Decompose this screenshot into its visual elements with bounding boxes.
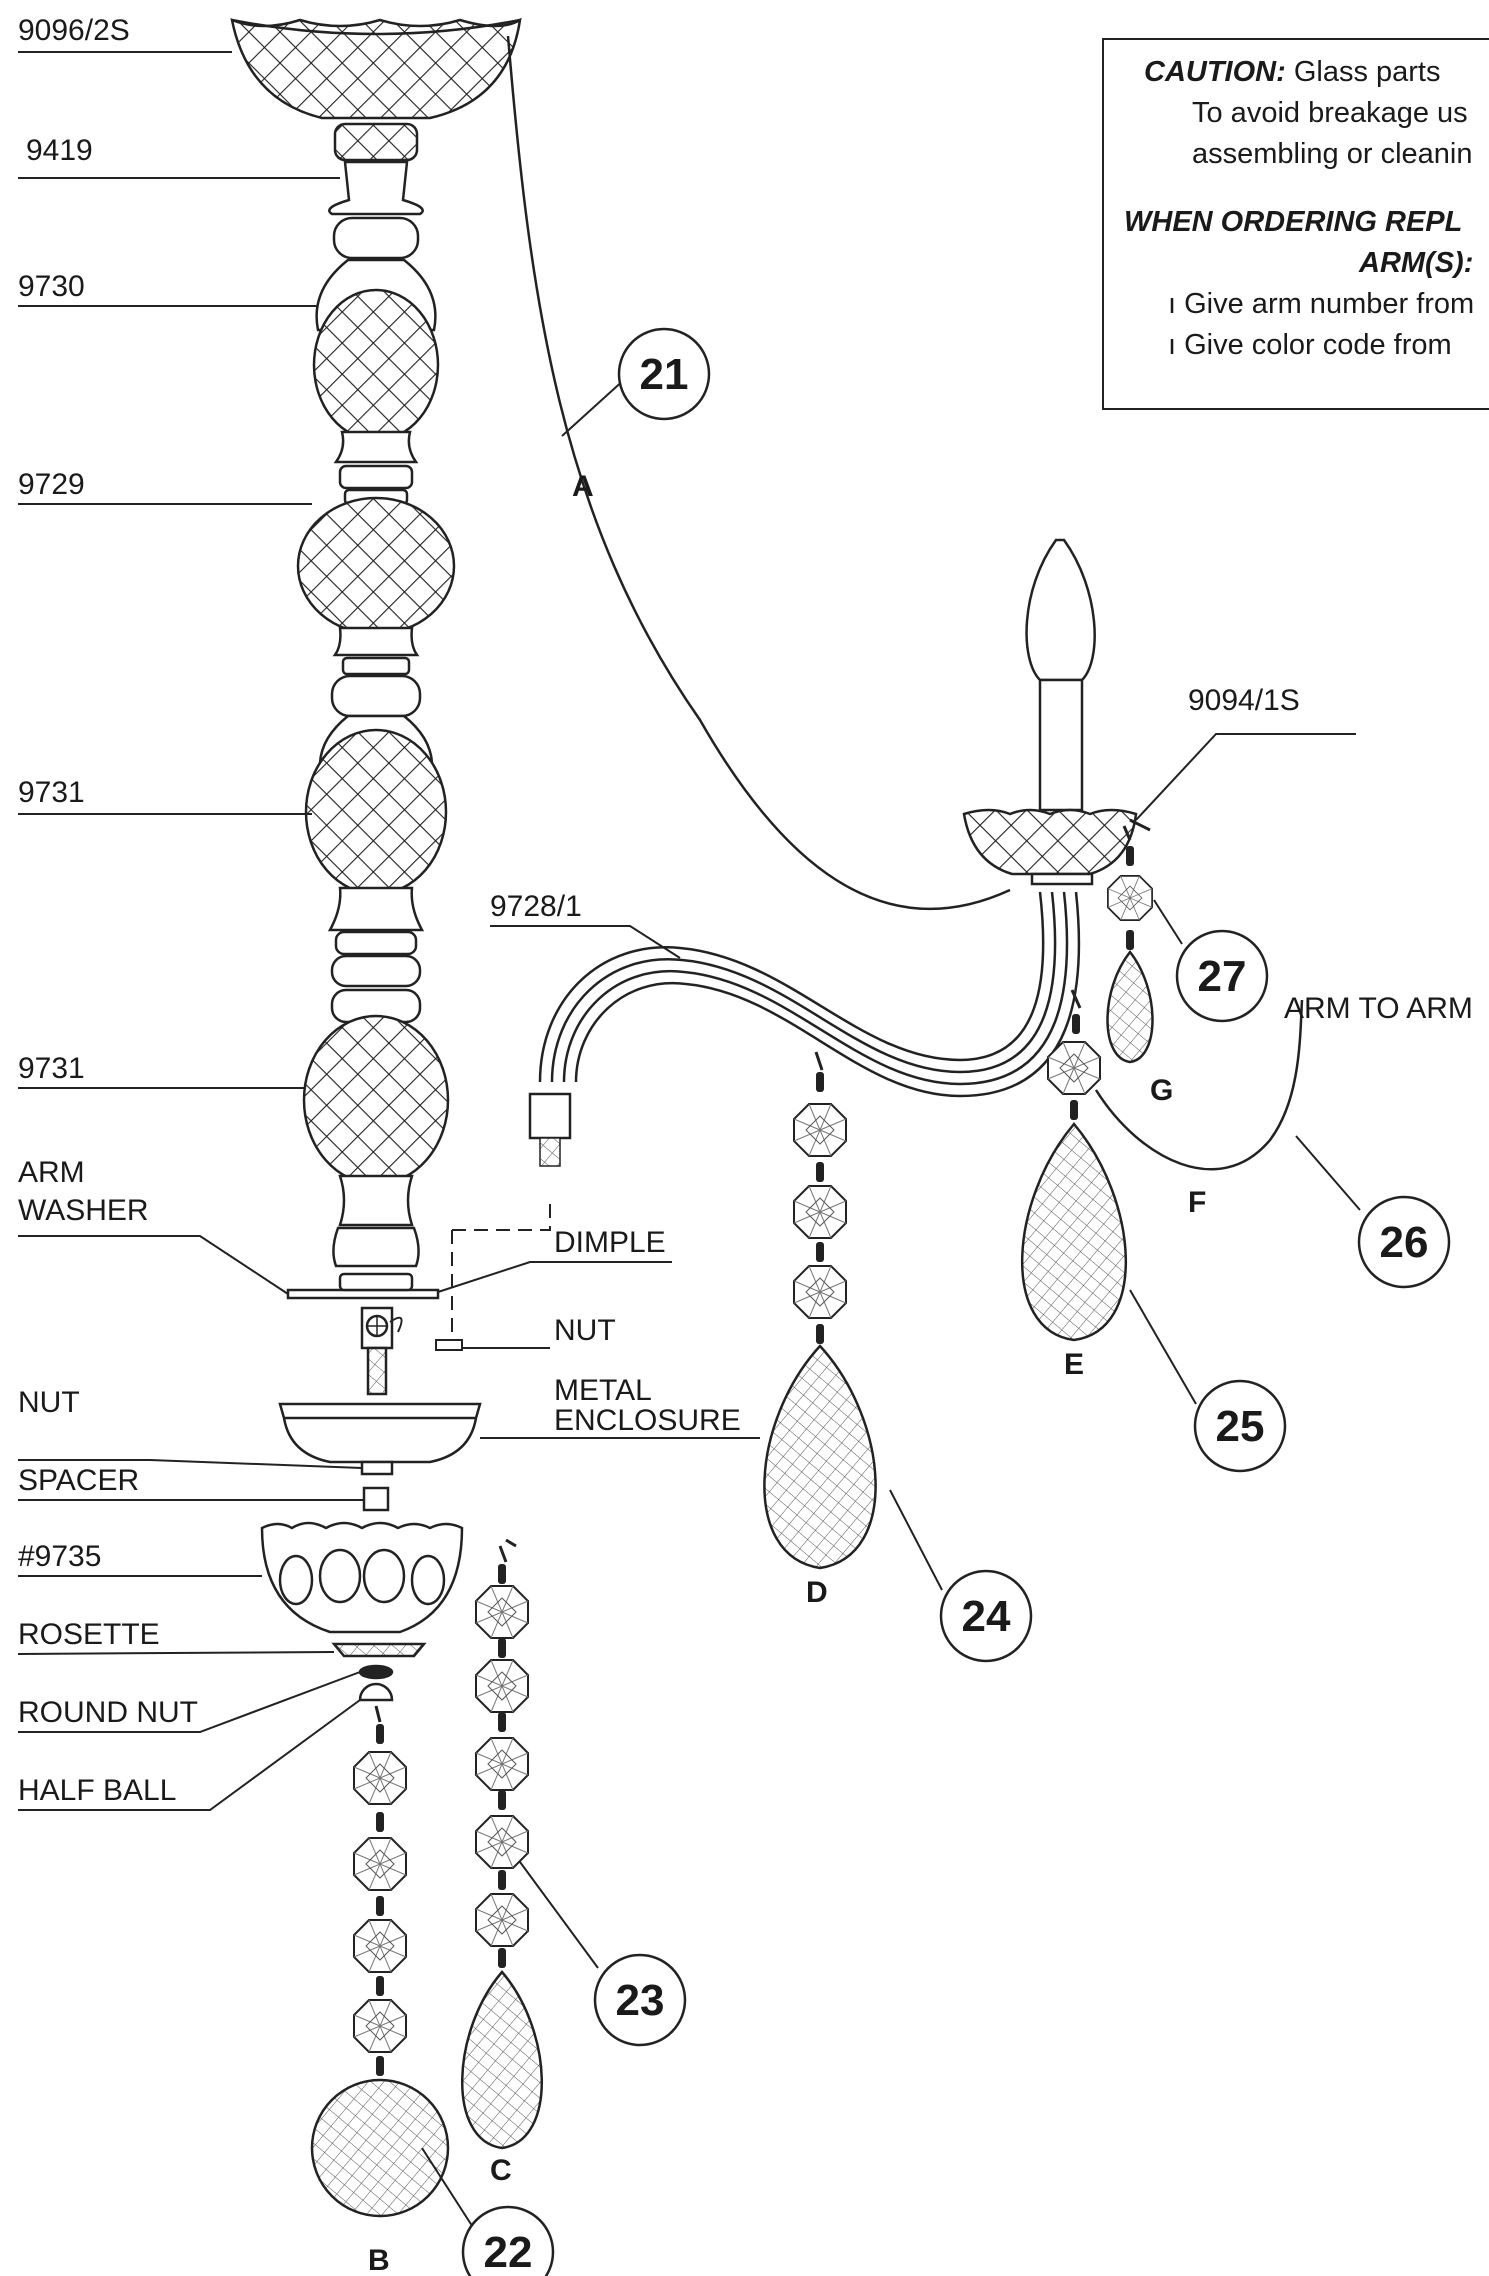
label-dimple: DIMPLE	[554, 1226, 666, 1259]
pendant-d	[763, 1344, 877, 1570]
caution-heading: CAUTION:	[1144, 56, 1286, 88]
glass-9731-upper	[304, 728, 448, 896]
ball-pendant-b	[310, 2078, 450, 2218]
label-9731-upper: 9731	[18, 776, 85, 809]
chain-b	[310, 1705, 450, 2218]
spacer	[362, 1486, 390, 1512]
letter-f: F	[1188, 1186, 1206, 1219]
label-nut-small: NUT	[554, 1314, 616, 1347]
letter-b: B	[368, 2244, 390, 2276]
round-nut	[358, 1664, 394, 1680]
label-washer: WASHER	[18, 1194, 149, 1227]
ordering-bullet-1: Give arm number from	[1184, 287, 1475, 320]
leader-lines	[17, 51, 1361, 2233]
callout-27: 27	[1198, 952, 1247, 1001]
central-column	[230, 17, 522, 1702]
chain-a	[506, 35, 1011, 910]
label-arm-9728: 9728/1	[490, 890, 582, 923]
caution-line-1: Glass parts	[1293, 56, 1441, 88]
label-rosette: ROSETTE	[18, 1618, 160, 1651]
letter-g: G	[1150, 1074, 1173, 1107]
chain-e	[1021, 989, 1127, 1342]
bullet-icon: ı	[1168, 287, 1185, 320]
label-9729: 9729	[18, 468, 85, 501]
label-arm: ARM	[18, 1156, 85, 1189]
chain-f	[1094, 999, 1304, 1171]
label-bobeche-9094: 9094/1S	[1188, 684, 1300, 717]
letter-d: D	[806, 1576, 828, 1609]
letter-e: E	[1064, 1348, 1084, 1381]
small-nut	[435, 1339, 463, 1351]
label-9419: 9419	[26, 134, 93, 167]
callout-circles	[461, 327, 1451, 2276]
ordering-bullet-2: Give color code from	[1184, 329, 1452, 362]
callout-25: 25	[1216, 1402, 1265, 1451]
label-half-ball: HALF BALL	[18, 1774, 176, 1807]
caution-box: CAUTION: Glass parts To avoid breakage u…	[1102, 38, 1489, 410]
pendant-c	[461, 1970, 543, 2150]
half-ball	[358, 1682, 394, 1702]
callout-24: 24	[962, 1592, 1011, 1641]
pendant-g	[1106, 949, 1154, 1064]
bobeche-9094	[962, 808, 1138, 876]
chain-d	[763, 1051, 877, 1570]
label-nut: NUT	[18, 1386, 80, 1419]
chain-c	[461, 1538, 543, 2150]
callout-21: 21	[640, 350, 689, 399]
label-round-nut: ROUND NUT	[18, 1696, 198, 1729]
arm-wire	[539, 1137, 561, 1167]
label-9730: 9730	[18, 270, 85, 303]
label-metal: METAL	[554, 1374, 652, 1407]
dimple-guide	[451, 1200, 551, 1336]
glass-9730	[312, 288, 440, 442]
bowl-9735	[260, 1521, 464, 1634]
arm-end-socket	[528, 1092, 572, 1140]
collar-9419	[333, 122, 419, 162]
label-arm-to-arm: ARM TO ARM	[1284, 992, 1473, 1025]
arm-9728	[538, 891, 1081, 1098]
callout-23: 23	[616, 1976, 665, 2025]
label-9731-lower: 9731	[18, 1052, 85, 1085]
bullet-icon: ı	[1168, 329, 1185, 362]
pendant-e	[1021, 1122, 1127, 1342]
label-9096: 9096/2S	[18, 14, 130, 47]
label-enclosure: ENCLOSURE	[554, 1404, 741, 1437]
candle	[962, 538, 1138, 886]
caution-line-3: assembling or cleanin	[1192, 138, 1473, 171]
chain-g	[1106, 818, 1154, 1064]
letter-a: A	[572, 470, 594, 503]
glass-9731-lower	[302, 1014, 450, 1186]
callout-26: 26	[1380, 1218, 1429, 1267]
letter-c: C	[490, 2154, 512, 2187]
ordering-heading: WHEN ORDERING REPL	[1124, 205, 1463, 238]
rosette	[331, 1642, 427, 1658]
metal-enclosure	[278, 1402, 482, 1464]
label-9735: #9735	[18, 1540, 101, 1573]
top-bowl	[230, 17, 522, 120]
callout-22: 22	[484, 2228, 533, 2276]
glass-9729	[296, 496, 456, 636]
caution-line-2: To avoid breakage us	[1192, 97, 1468, 130]
ordering-subheading: ARM(S):	[1359, 246, 1474, 279]
label-spacer: SPACER	[18, 1464, 139, 1497]
